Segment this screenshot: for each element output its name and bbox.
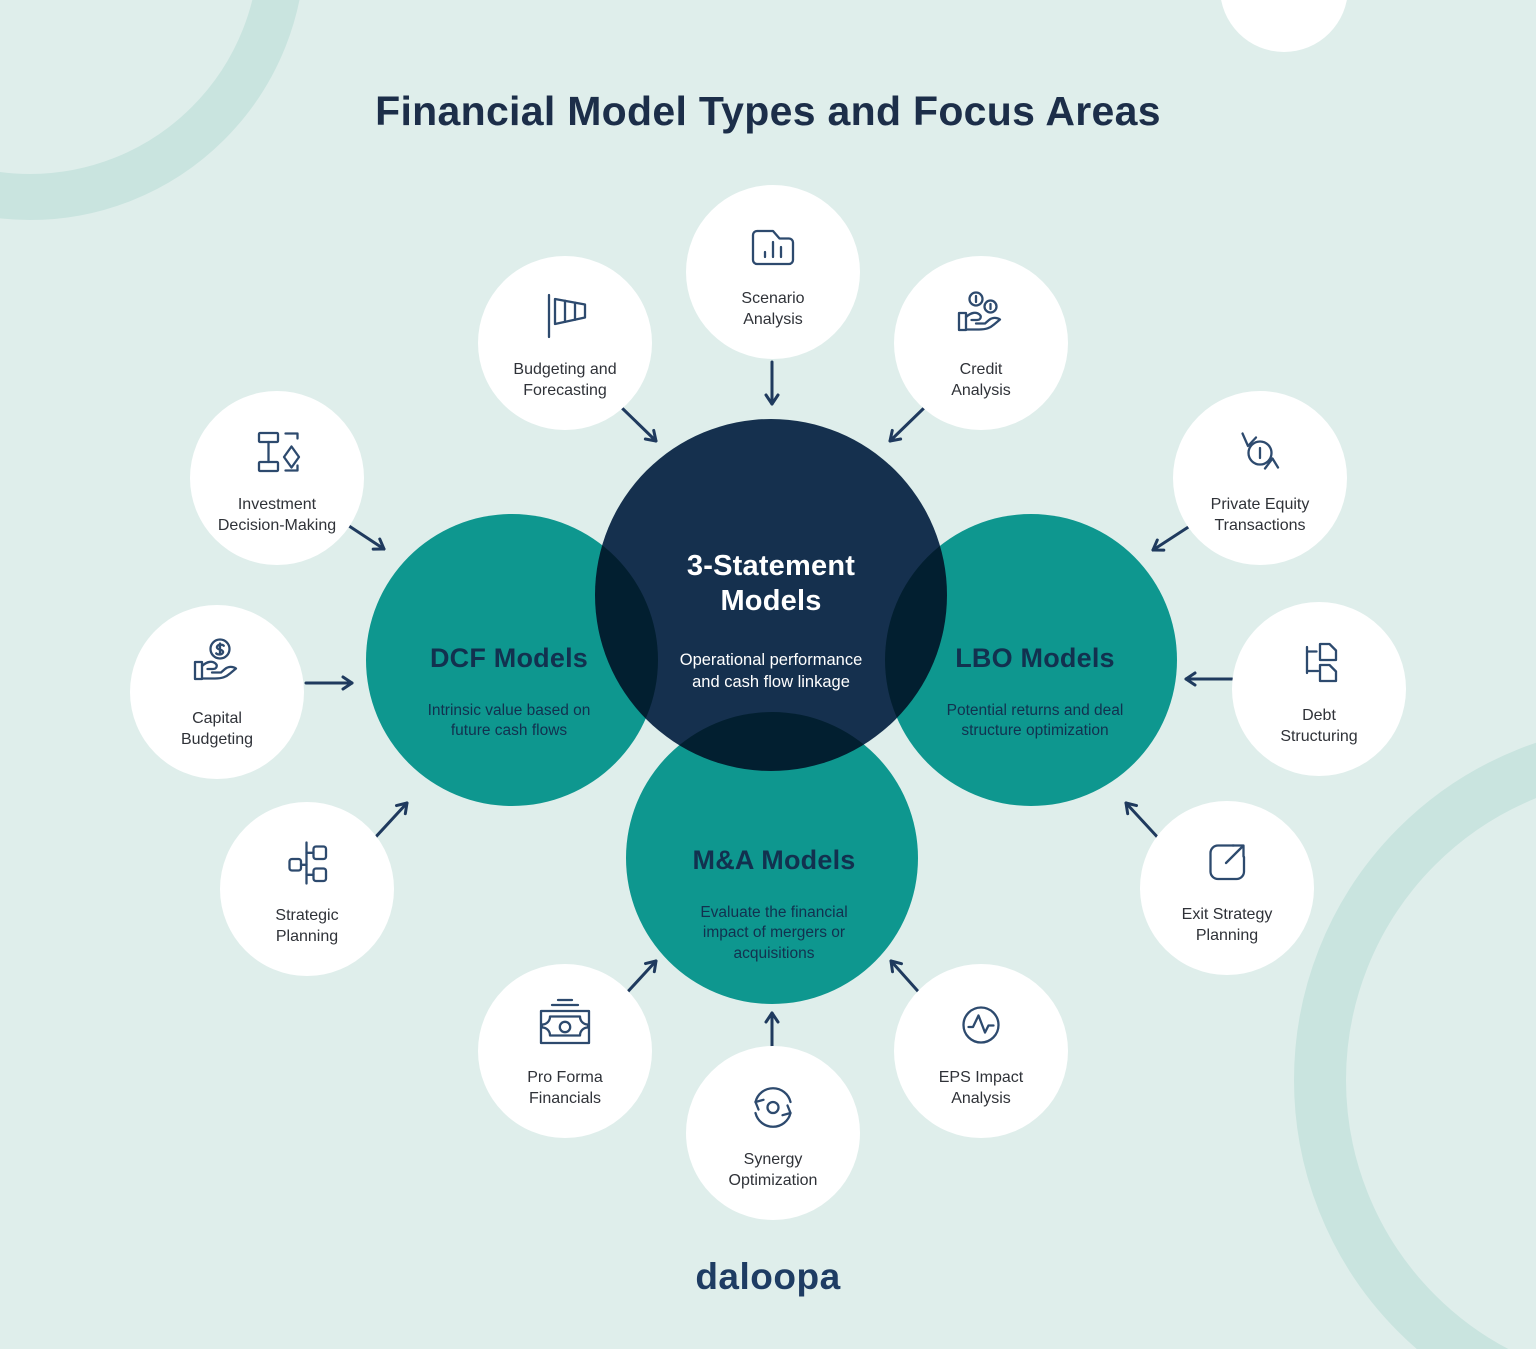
focus-label: Private Equity Transactions (1210, 496, 1310, 534)
center-model-text: 3-Statement Models Operational performan… (621, 531, 921, 711)
arrow-credit-analysis (888, 406, 926, 443)
focus-node-eps-impact: EPS Impact Analysis (894, 964, 1068, 1138)
coin-transfer-icon (1241, 432, 1280, 470)
focus-label: Credit Analysis (951, 361, 1011, 399)
folder-bar-chart-icon (751, 229, 795, 266)
arrow-investment-decision (344, 522, 386, 551)
focus-label: Strategic Planning (275, 907, 339, 945)
focus-node-budgeting-forecasting: Budgeting and Forecasting (478, 256, 652, 430)
ma-model-text: M&A Models Evaluate the financial impact… (654, 826, 894, 982)
focus-node-exit-strategy: Exit Strategy Planning (1140, 801, 1314, 975)
focus-label: Scenario Analysis (741, 290, 805, 328)
focus-label: Exit Strategy Planning (1181, 906, 1273, 944)
focus-node-synergy-optimization: Synergy Optimization (686, 1046, 860, 1220)
arrow-budgeting-forecasting (620, 406, 658, 443)
focus-label: Capital Budgeting (180, 710, 254, 748)
banknote-icon (539, 998, 591, 1045)
center-model-description: Operational performance and cash flow li… (679, 650, 863, 691)
flow-decision-icon (257, 431, 301, 473)
focus-label: Pro Forma Financials (527, 1069, 603, 1107)
windsock-icon (547, 293, 587, 339)
circle-ma-models (626, 712, 918, 1004)
focus-label: Investment Decision-Making (217, 496, 337, 534)
hand-coins-icon (957, 291, 1002, 332)
focus-node-scenario-analysis: Scenario Analysis (686, 185, 860, 359)
center-model-title: 3-Statement Models (686, 550, 856, 618)
arrow-private-equity (1151, 522, 1195, 552)
page-title: Financial Model Types and Focus Areas (375, 88, 1161, 134)
lbo-model-title: LBO Models (955, 643, 1115, 673)
dcf-model-description: Intrinsic value based on future cash flo… (427, 701, 591, 740)
focus-label: Budgeting and Forecasting (513, 361, 617, 399)
focus-node-private-equity: Private Equity Transactions (1173, 391, 1347, 565)
ma-model-description: Evaluate the financial impact of mergers… (700, 903, 848, 962)
circular-arrows-icon (754, 1087, 792, 1128)
focus-node-strategic-planning: Strategic Planning (220, 802, 394, 976)
lbo-model-description: Potential returns and deal structure opt… (946, 701, 1124, 740)
org-chart-icon (288, 841, 328, 885)
focus-node-capital-budgeting: Capital Budgeting (130, 605, 304, 779)
hand-dollar-coin-icon (193, 638, 238, 681)
dcf-model-title: DCF Models (429, 643, 588, 673)
focus-node-investment-decision: Investment Decision-Making (190, 391, 364, 565)
daloopa-logo: daloopa (695, 1256, 841, 1297)
arrow-strategic-planning (370, 801, 409, 843)
dcf-model-text: DCF Models Intrinsic value based on futu… (389, 624, 629, 760)
document-hierarchy-icon (1305, 642, 1338, 683)
focus-label: EPS Impact Analysis (938, 1069, 1024, 1107)
ma-model-title: M&A Models (692, 845, 856, 875)
circle-dcf-models (366, 514, 658, 806)
circle-lbo-models (885, 514, 1177, 806)
arrow-exit-strategy (1124, 801, 1163, 843)
focus-node-pro-forma: Pro Forma Financials (478, 964, 652, 1138)
focus-label: Synergy Optimization (728, 1151, 818, 1189)
focus-node-credit-analysis: Credit Analysis (894, 256, 1068, 430)
focus-label: Debt Structuring (1280, 707, 1358, 745)
focus-node-debt-structuring: Debt Structuring (1232, 602, 1406, 776)
pulse-chart-icon (962, 1006, 1000, 1044)
lbo-model-text: LBO Models Potential returns and deal st… (915, 624, 1155, 760)
external-arrow-icon (1209, 844, 1246, 881)
